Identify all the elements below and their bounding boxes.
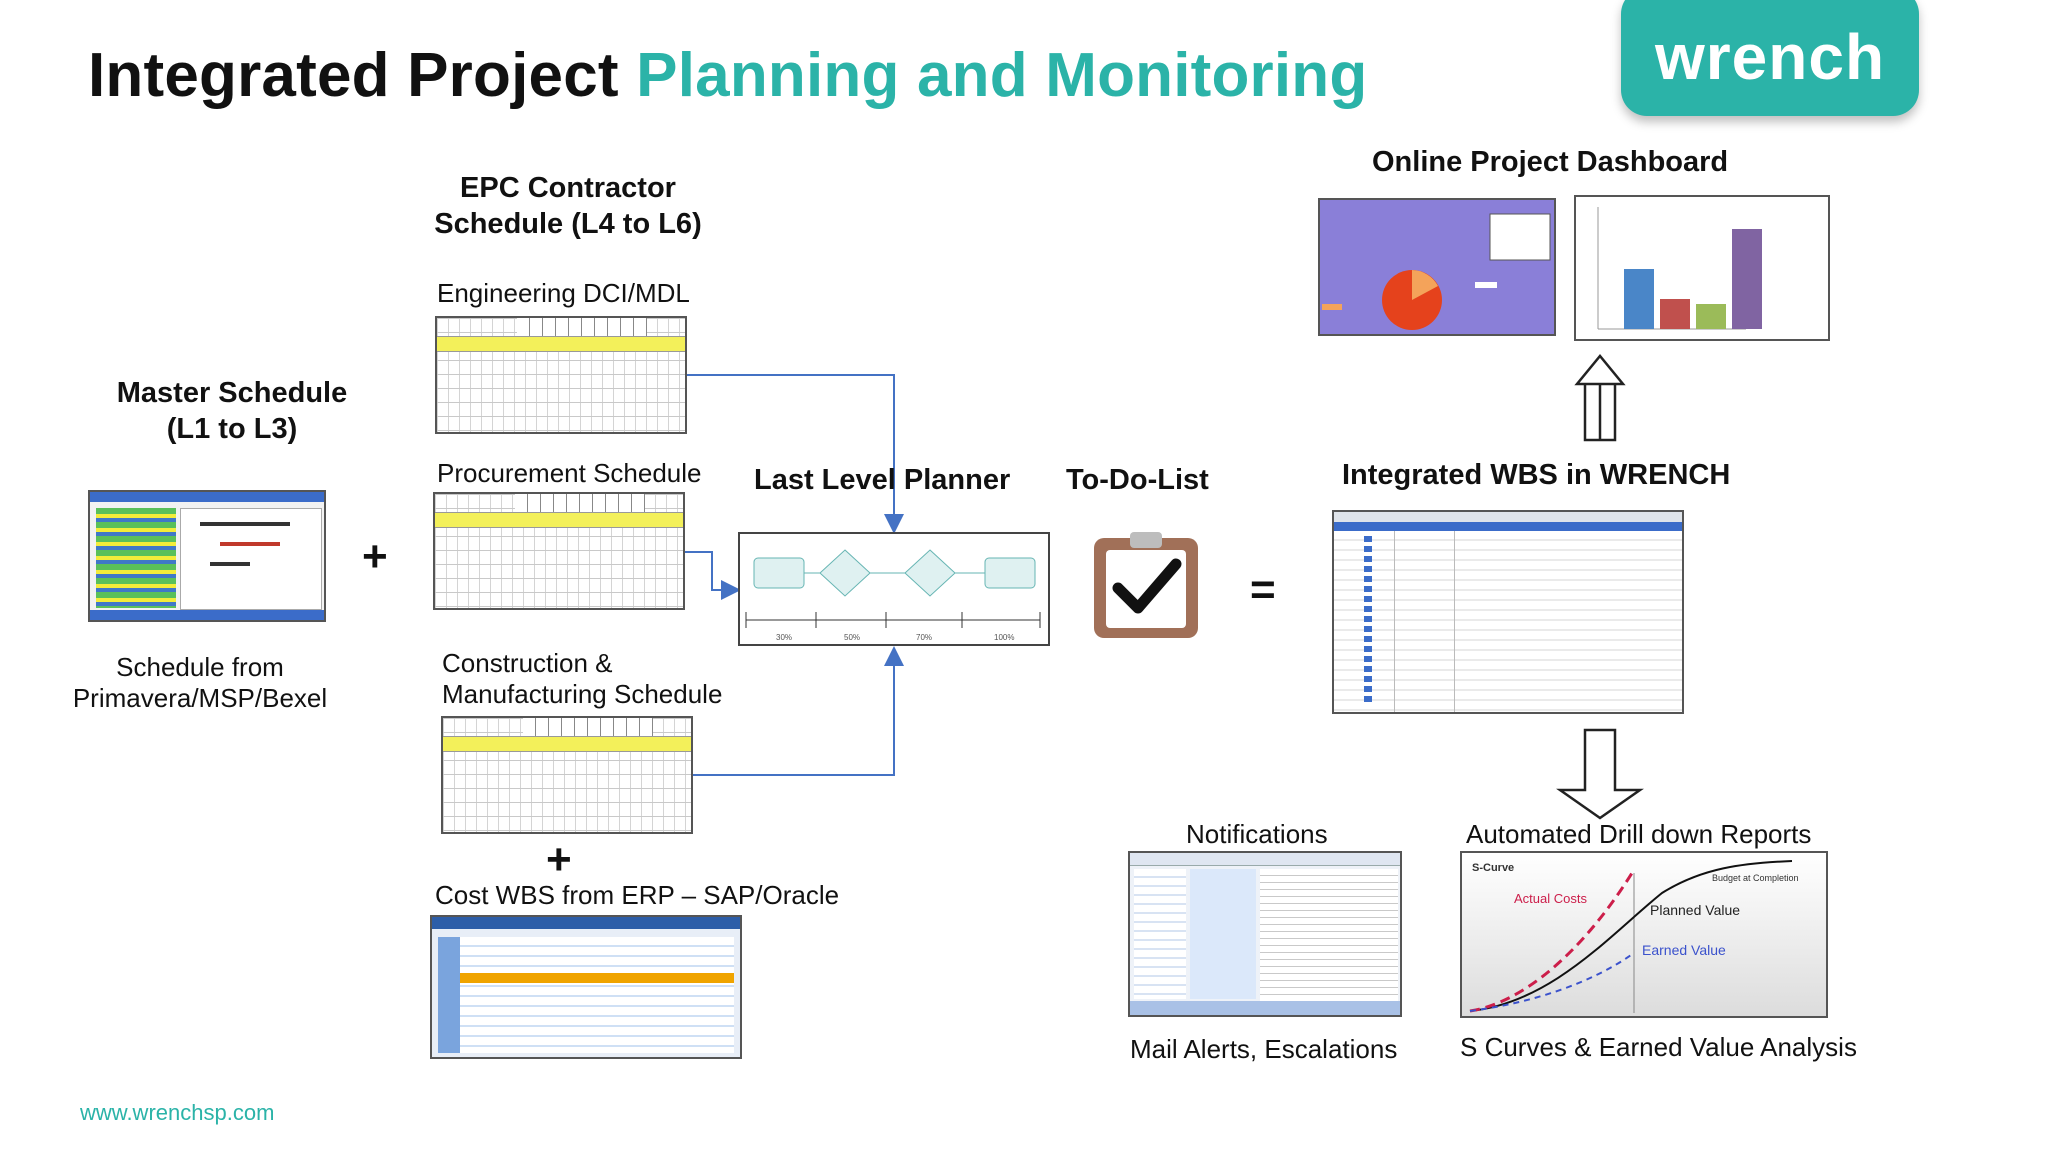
dashboard-label: Online Project Dashboard: [1372, 146, 1729, 178]
s-curve-svg: S-Curve Actual Costs Planned Value Earne…: [1462, 853, 1826, 1016]
construction-label-line1: Construction &: [442, 648, 613, 678]
engineering-label: Engineering DCI/MDL: [437, 278, 690, 308]
dashboard-bar: [1696, 304, 1726, 329]
flow-decision-2: [904, 549, 956, 597]
actual-costs-curve: [1469, 872, 1634, 1013]
pie-legend: [1489, 213, 1551, 261]
actual-costs-label: Actual Costs: [1514, 891, 1587, 906]
dashboard-bar: [1660, 299, 1690, 329]
footer-url[interactable]: www.wrenchsp.com: [80, 1100, 275, 1125]
master-caption-line1: Schedule from: [116, 652, 284, 682]
construction-connector: [693, 646, 904, 776]
planned-value-label: Planned Value: [1650, 902, 1740, 918]
percent-50: 50%: [844, 633, 860, 642]
dashboard-bar: [1624, 269, 1654, 329]
planner-label: Last Level Planner: [754, 464, 1011, 496]
clipboard-check-icon: [1094, 532, 1198, 638]
flow-step-2: [984, 557, 1036, 589]
planner-flowchart: 30% 50% 70% 100%: [738, 532, 1050, 646]
notifications-caption: Mail Alerts, Escalations: [1130, 1034, 1398, 1064]
engineering-sheet: [435, 316, 687, 434]
todo-label: To-Do-List: [1066, 464, 1209, 496]
logo-text: wrench: [1654, 21, 1886, 93]
pie-svg: [1322, 213, 1551, 330]
down-arrow-icon: [1556, 728, 1644, 820]
percent-30: 30%: [776, 633, 792, 642]
dashboard-bar-chart: [1574, 195, 1830, 341]
page-title: Integrated Project Planning and Monitori…: [88, 40, 1367, 111]
master-caption: Schedule from Primavera/MSP/Bexel: [70, 652, 330, 714]
budget-label: Budget at Completion: [1712, 873, 1799, 883]
procurement-connector: [685, 551, 741, 600]
flow-decision-1: [819, 549, 871, 597]
flow-step-1: [753, 557, 805, 589]
master-heading-line1: Master Schedule: [116, 377, 348, 409]
title-part2: Planning and Monitoring: [636, 41, 1368, 110]
epc-heading-line1: EPC Contractor: [460, 172, 676, 204]
planner-flow-svg: 30% 50% 70% 100%: [745, 549, 1041, 642]
master-schedule-screenshot: [88, 490, 326, 622]
mail-alerts-screenshot: [1128, 851, 1402, 1017]
reports-caption: S Curves & Earned Value Analysis: [1460, 1032, 1857, 1062]
dashboard-pie-chart: [1318, 198, 1556, 336]
scurve-title: S-Curve: [1472, 862, 1514, 874]
bar-legend: [1772, 253, 1822, 283]
dashboard-bar: [1732, 229, 1762, 329]
wbs-table-screenshot: [1332, 510, 1684, 714]
s-curve-chart: S-Curve Actual Costs Planned Value Earne…: [1460, 851, 1828, 1018]
master-heading-line2: (L1 to L3): [166, 413, 298, 445]
bar-svg: [1597, 207, 1822, 330]
procurement-label: Procurement Schedule: [437, 458, 702, 488]
construction-label-line2: Manufacturing Schedule: [442, 679, 723, 709]
reports-label: Automated Drill down Reports: [1466, 819, 1812, 849]
percent-100: 100%: [994, 633, 1014, 642]
construction-label: Construction & Manufacturing Schedule: [442, 648, 722, 710]
epc-heading-line2: Schedule (L4 to L6): [434, 208, 702, 240]
up-arrow-icon: [1574, 354, 1626, 442]
cost-label: Cost WBS from ERP – SAP/Oracle: [435, 880, 840, 910]
notifications-label: Notifications: [1186, 819, 1328, 849]
pie-slice-minor: [1412, 270, 1438, 300]
epc-heading: EPC Contractor Schedule (L4 to L6): [420, 170, 716, 242]
cost-wbs-screenshot: [430, 915, 742, 1059]
earned-value-label: Earned Value: [1642, 942, 1726, 958]
equals-operator: =: [1250, 565, 1276, 614]
planned-value-curve: [1469, 860, 1793, 1012]
wbs-label: Integrated WBS in WRENCH: [1342, 459, 1731, 491]
wrench-logo: wrench: [1621, 0, 1919, 116]
plus-operator: +: [362, 532, 388, 581]
title-part1: Integrated Project: [88, 41, 619, 110]
earned-value-curve: [1469, 952, 1635, 1012]
procurement-sheet: [433, 492, 685, 610]
master-schedule-heading: Master Schedule (L1 to L3): [100, 375, 364, 447]
percent-70: 70%: [916, 633, 932, 642]
plus-operator-cost: +: [546, 835, 572, 884]
construction-sheet: [441, 716, 693, 834]
engineering-connector: [687, 374, 904, 534]
master-caption-line2: Primavera/MSP/Bexel: [72, 683, 328, 713]
